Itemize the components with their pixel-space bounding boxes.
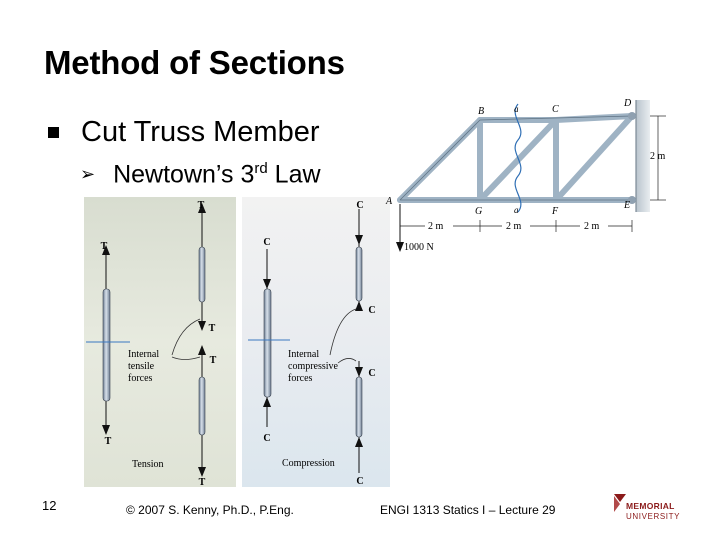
page-number: 12 <box>42 498 57 513</box>
annotation-line: tensile <box>128 361 155 372</box>
force-label: C <box>356 476 363 487</box>
dimension-label-bg <box>425 219 453 231</box>
force-label: T <box>210 355 217 366</box>
force-label: C <box>356 200 363 211</box>
section-label-top: a <box>514 104 519 114</box>
joint-label-c: C <box>552 104 559 115</box>
footer-copyright: © 2007 S. Kenny, Ph.D., P.Eng. <box>126 503 294 517</box>
annotation-line: Internal <box>288 349 319 360</box>
height-dimension-label: 2 m <box>650 151 666 162</box>
force-label: T <box>198 200 205 211</box>
bullet-level2: ➢ Newtown’s 3rd Law <box>80 160 321 189</box>
arrow-bullet-icon: ➢ <box>80 164 96 185</box>
arrow-up-icon <box>102 245 110 255</box>
wall-support <box>636 100 650 212</box>
annotation-line: forces <box>288 373 313 384</box>
leader-line <box>171 356 201 360</box>
leader-line <box>171 318 201 356</box>
slide-title: Method of Sections <box>44 44 345 81</box>
tension-figure: T T T T T T Internal tensile forces Tens… <box>84 197 236 487</box>
force-label-bottom: C <box>263 433 270 444</box>
arrow-up-icon <box>263 397 271 407</box>
force-label: C <box>368 305 375 316</box>
figure-caption: Tension <box>132 459 164 470</box>
force-label-top: C <box>263 237 270 248</box>
truss-diagram: B C D A G F E a a 2 m 2 m 2 m 2 m 1000 N <box>385 98 666 253</box>
span-dimension-label: 2 m <box>506 221 522 232</box>
annotation-line: forces <box>128 373 153 384</box>
load-arrow-icon <box>396 242 404 252</box>
leader-line <box>329 308 357 356</box>
joint-label-b: B <box>478 106 484 117</box>
arrow-up-icon <box>198 345 206 355</box>
force-label: T <box>199 477 206 487</box>
arrow-down-icon <box>102 425 110 435</box>
force-label: C <box>368 368 375 379</box>
arrow-down-icon <box>355 367 363 377</box>
section-cut-curve <box>514 103 522 213</box>
arrow-up-icon <box>355 301 363 311</box>
bullet-level1: Cut Truss Member <box>48 116 320 149</box>
arrow-down-icon <box>263 279 271 289</box>
bullet-level1-text: Cut Truss Member <box>81 116 320 148</box>
logo-mark <box>614 494 626 502</box>
force-label: T <box>209 323 216 334</box>
logo-mark <box>614 496 620 512</box>
footer-course: ENGI 1313 Statics I – Lecture 29 <box>380 503 556 517</box>
joint-label-d: D <box>623 98 632 109</box>
logo-text-line1: MEMORIAL <box>626 501 675 511</box>
annotation-line: Internal <box>128 349 159 360</box>
joint-label-g: G <box>475 206 482 217</box>
joint-label-e: E <box>623 200 630 211</box>
truss-member-rod <box>102 288 111 402</box>
square-bullet-icon <box>48 127 59 138</box>
truss-member-outlines <box>399 115 633 201</box>
dimension-label-bg <box>502 219 530 231</box>
force-label-top: T <box>101 241 108 252</box>
dimension-label-bg <box>580 219 608 231</box>
pin-joint <box>628 196 636 204</box>
leader-line <box>337 358 357 364</box>
figure-caption: Compression <box>282 458 335 469</box>
university-logo: MEMORIAL UNIVERSITY <box>614 494 680 521</box>
arrow-up-icon <box>355 437 363 447</box>
arrow-down-icon <box>198 467 206 477</box>
joint-label-a: A <box>385 196 393 207</box>
force-label-bottom: T <box>105 436 112 447</box>
pin-joint <box>628 112 636 120</box>
arrow-up-icon <box>198 203 206 213</box>
annotation-line: compressive <box>288 361 339 372</box>
section-label-bottom: a <box>514 205 519 215</box>
arrow-down-icon <box>198 321 206 331</box>
span-dimension-label: 2 m <box>428 221 444 232</box>
span-dimension-label: 2 m <box>584 221 600 232</box>
truss-member-rod <box>355 246 363 302</box>
truss-member-rod <box>198 246 206 303</box>
load-label: 1000 N <box>404 242 434 253</box>
bullet-level2-text: Newtown’s 3rd Law <box>113 160 321 189</box>
logo-text-line2: UNIVERSITY <box>626 512 680 521</box>
truss-member-rod <box>263 288 272 398</box>
truss-member-rod <box>355 376 363 438</box>
compression-figure: C C C C C C Internal compressive forces … <box>242 197 390 487</box>
truss-member-rod <box>198 376 206 436</box>
joint-label-f: F <box>551 206 559 217</box>
arrow-down-icon <box>355 235 363 245</box>
